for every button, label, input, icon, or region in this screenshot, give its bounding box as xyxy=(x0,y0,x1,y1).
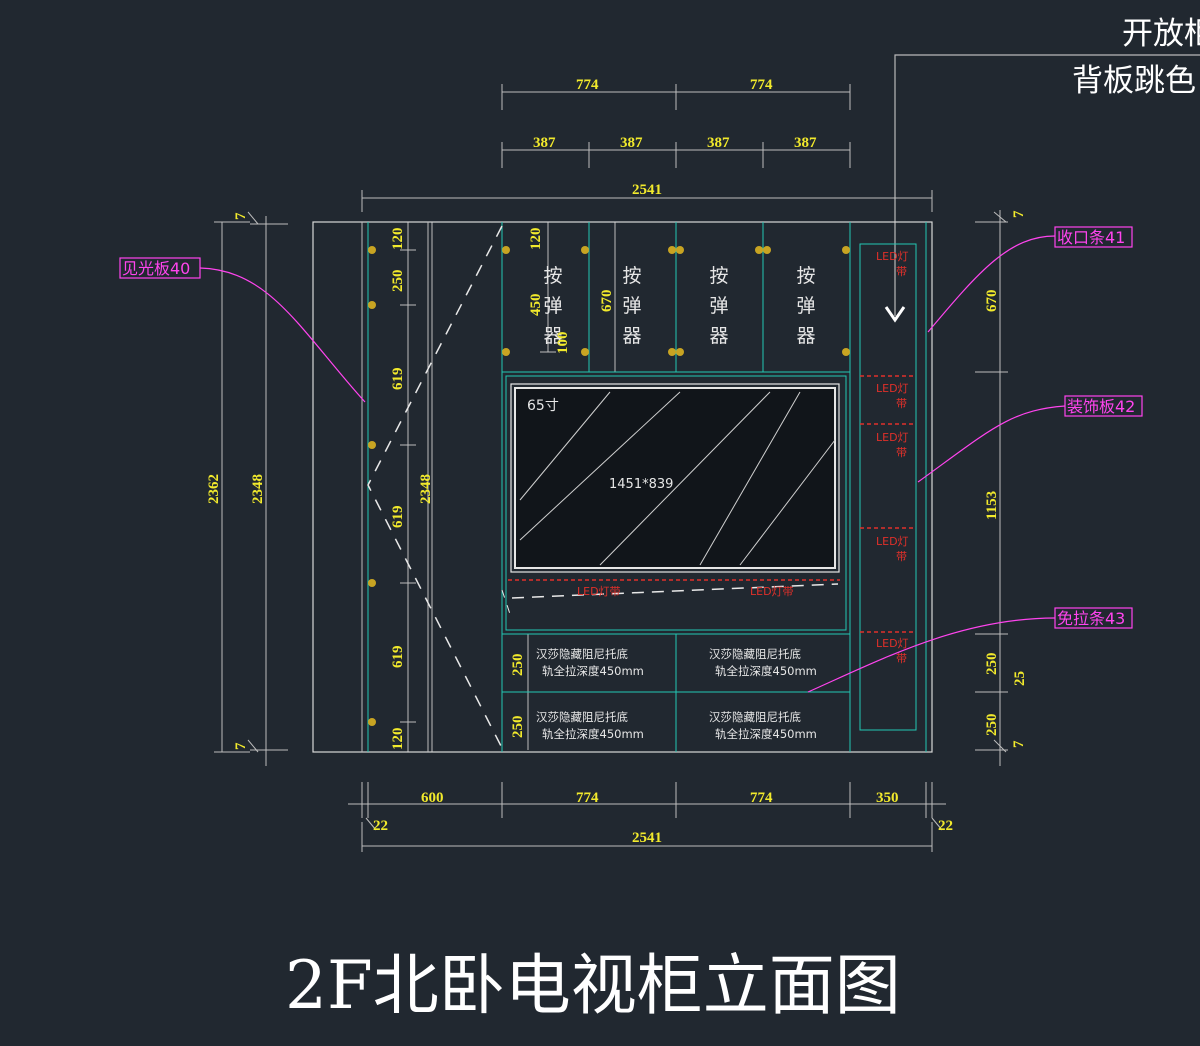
svg-text:弹: 弹 xyxy=(543,295,562,317)
svg-text:250: 250 xyxy=(984,653,1000,676)
svg-text:619: 619 xyxy=(390,646,406,669)
svg-text:619: 619 xyxy=(390,368,406,391)
svg-text:22: 22 xyxy=(373,818,388,834)
svg-text:LED灯: LED灯 xyxy=(876,431,909,444)
svg-text:带: 带 xyxy=(896,397,907,410)
svg-text:按: 按 xyxy=(622,265,641,287)
svg-text:619: 619 xyxy=(390,506,406,529)
led-strips xyxy=(508,375,916,633)
svg-text:LED灯: LED灯 xyxy=(876,535,909,548)
svg-text:弹: 弹 xyxy=(796,295,815,317)
svg-text:387: 387 xyxy=(620,135,643,151)
svg-text:774: 774 xyxy=(576,790,599,806)
svg-text:7: 7 xyxy=(1011,740,1027,748)
led-label-2: LED灯带 xyxy=(750,585,794,598)
svg-text:774: 774 xyxy=(576,77,599,93)
svg-text:LED灯: LED灯 xyxy=(876,382,909,395)
corner-leader xyxy=(884,54,1200,323)
side-led-labels: LED灯带 LED灯带 LED灯带 LED灯带 LED灯带 xyxy=(876,250,909,665)
svg-text:汉莎隐藏阻尼托底: 汉莎隐藏阻尼托底 xyxy=(709,710,801,724)
svg-text:轨全拉深度450mm: 轨全拉深度450mm xyxy=(715,727,817,741)
led-label-1: LED灯带 xyxy=(577,585,621,598)
svg-text:器: 器 xyxy=(622,325,641,347)
tv-size-label: 65寸 xyxy=(527,398,559,414)
svg-text:器: 器 xyxy=(796,325,815,347)
svg-text:带: 带 xyxy=(896,446,907,459)
svg-text:器: 器 xyxy=(543,325,562,347)
svg-text:2541: 2541 xyxy=(632,182,662,198)
tag-light-panel: 见光板40 xyxy=(122,259,190,278)
svg-text:120: 120 xyxy=(390,228,406,251)
svg-text:350: 350 xyxy=(876,790,899,806)
corner-note-line1: 开放柜 xyxy=(1122,16,1200,52)
leader-lines xyxy=(199,235,1066,693)
svg-text:450: 450 xyxy=(528,294,544,317)
svg-text:2362: 2362 xyxy=(206,474,222,504)
svg-text:670: 670 xyxy=(599,290,615,313)
svg-text:按: 按 xyxy=(543,265,562,287)
dimension-texts: 774 774 387 387 387 387 2541 600 774 774… xyxy=(373,77,953,846)
corner-note-line2: 背板跳色 xyxy=(1072,63,1196,99)
cabinet-outline xyxy=(312,221,933,753)
svg-text:670: 670 xyxy=(984,290,1000,313)
svg-text:7: 7 xyxy=(233,742,249,750)
hinge-markers xyxy=(368,246,850,726)
svg-text:250: 250 xyxy=(510,654,526,677)
svg-text:带: 带 xyxy=(896,265,907,278)
vertical-dimension-texts: 2362 2348 7 7 120 250 619 619 619 120 23… xyxy=(206,210,1028,750)
svg-text:轨全拉深度450mm: 轨全拉深度450mm xyxy=(542,664,644,678)
svg-text:轨全拉深度450mm: 轨全拉深度450mm xyxy=(542,727,644,741)
svg-text:120: 120 xyxy=(528,228,544,251)
svg-text:带: 带 xyxy=(896,550,907,563)
svg-text:器: 器 xyxy=(709,325,728,347)
dimension-lines xyxy=(214,84,1008,852)
svg-text:387: 387 xyxy=(533,135,556,151)
svg-text:7: 7 xyxy=(1011,210,1027,218)
svg-text:2348: 2348 xyxy=(418,474,434,504)
svg-text:387: 387 xyxy=(794,135,817,151)
svg-text:22: 22 xyxy=(938,818,953,834)
svg-text:774: 774 xyxy=(750,77,773,93)
svg-text:2348: 2348 xyxy=(250,474,266,504)
tv-screen xyxy=(510,383,840,573)
door-labels: 按弹器 按弹器 按弹器 按弹器 xyxy=(543,265,815,347)
svg-text:7: 7 xyxy=(233,212,249,220)
svg-text:弹: 弹 xyxy=(622,295,641,317)
svg-text:按: 按 xyxy=(796,265,815,287)
svg-text:1153: 1153 xyxy=(984,491,1000,520)
svg-text:汉莎隐藏阻尼托底: 汉莎隐藏阻尼托底 xyxy=(709,647,801,661)
tag-boxes xyxy=(119,226,1143,629)
tag-edge-strip: 收口条41 xyxy=(1057,228,1125,247)
drawing-title: 2F北卧电视柜立面图 xyxy=(285,947,901,1024)
svg-text:774: 774 xyxy=(750,790,773,806)
svg-text:带: 带 xyxy=(896,652,907,665)
tag-deco-panel: 装饰板42 xyxy=(1067,397,1135,416)
svg-text:100: 100 xyxy=(555,332,571,355)
svg-text:轨全拉深度450mm: 轨全拉深度450mm xyxy=(715,664,817,678)
svg-text:LED灯: LED灯 xyxy=(876,637,909,650)
svg-text:250: 250 xyxy=(984,714,1000,737)
svg-text:120: 120 xyxy=(390,728,406,751)
svg-text:汉莎隐藏阻尼托底: 汉莎隐藏阻尼托底 xyxy=(536,647,628,661)
svg-text:250: 250 xyxy=(510,716,526,739)
svg-text:250: 250 xyxy=(390,270,406,293)
svg-text:弹: 弹 xyxy=(709,295,728,317)
svg-text:600: 600 xyxy=(421,790,444,806)
svg-text:25: 25 xyxy=(1012,671,1028,686)
tv-dims-label: 1451*839 xyxy=(609,477,673,492)
tag-no-handle: 免拉条43 xyxy=(1057,609,1125,628)
svg-text:汉莎隐藏阻尼托底: 汉莎隐藏阻尼托底 xyxy=(536,710,628,724)
svg-text:387: 387 xyxy=(707,135,730,151)
svg-text:LED灯: LED灯 xyxy=(876,250,909,263)
svg-text:按: 按 xyxy=(709,265,728,287)
svg-text:2541: 2541 xyxy=(632,830,662,846)
